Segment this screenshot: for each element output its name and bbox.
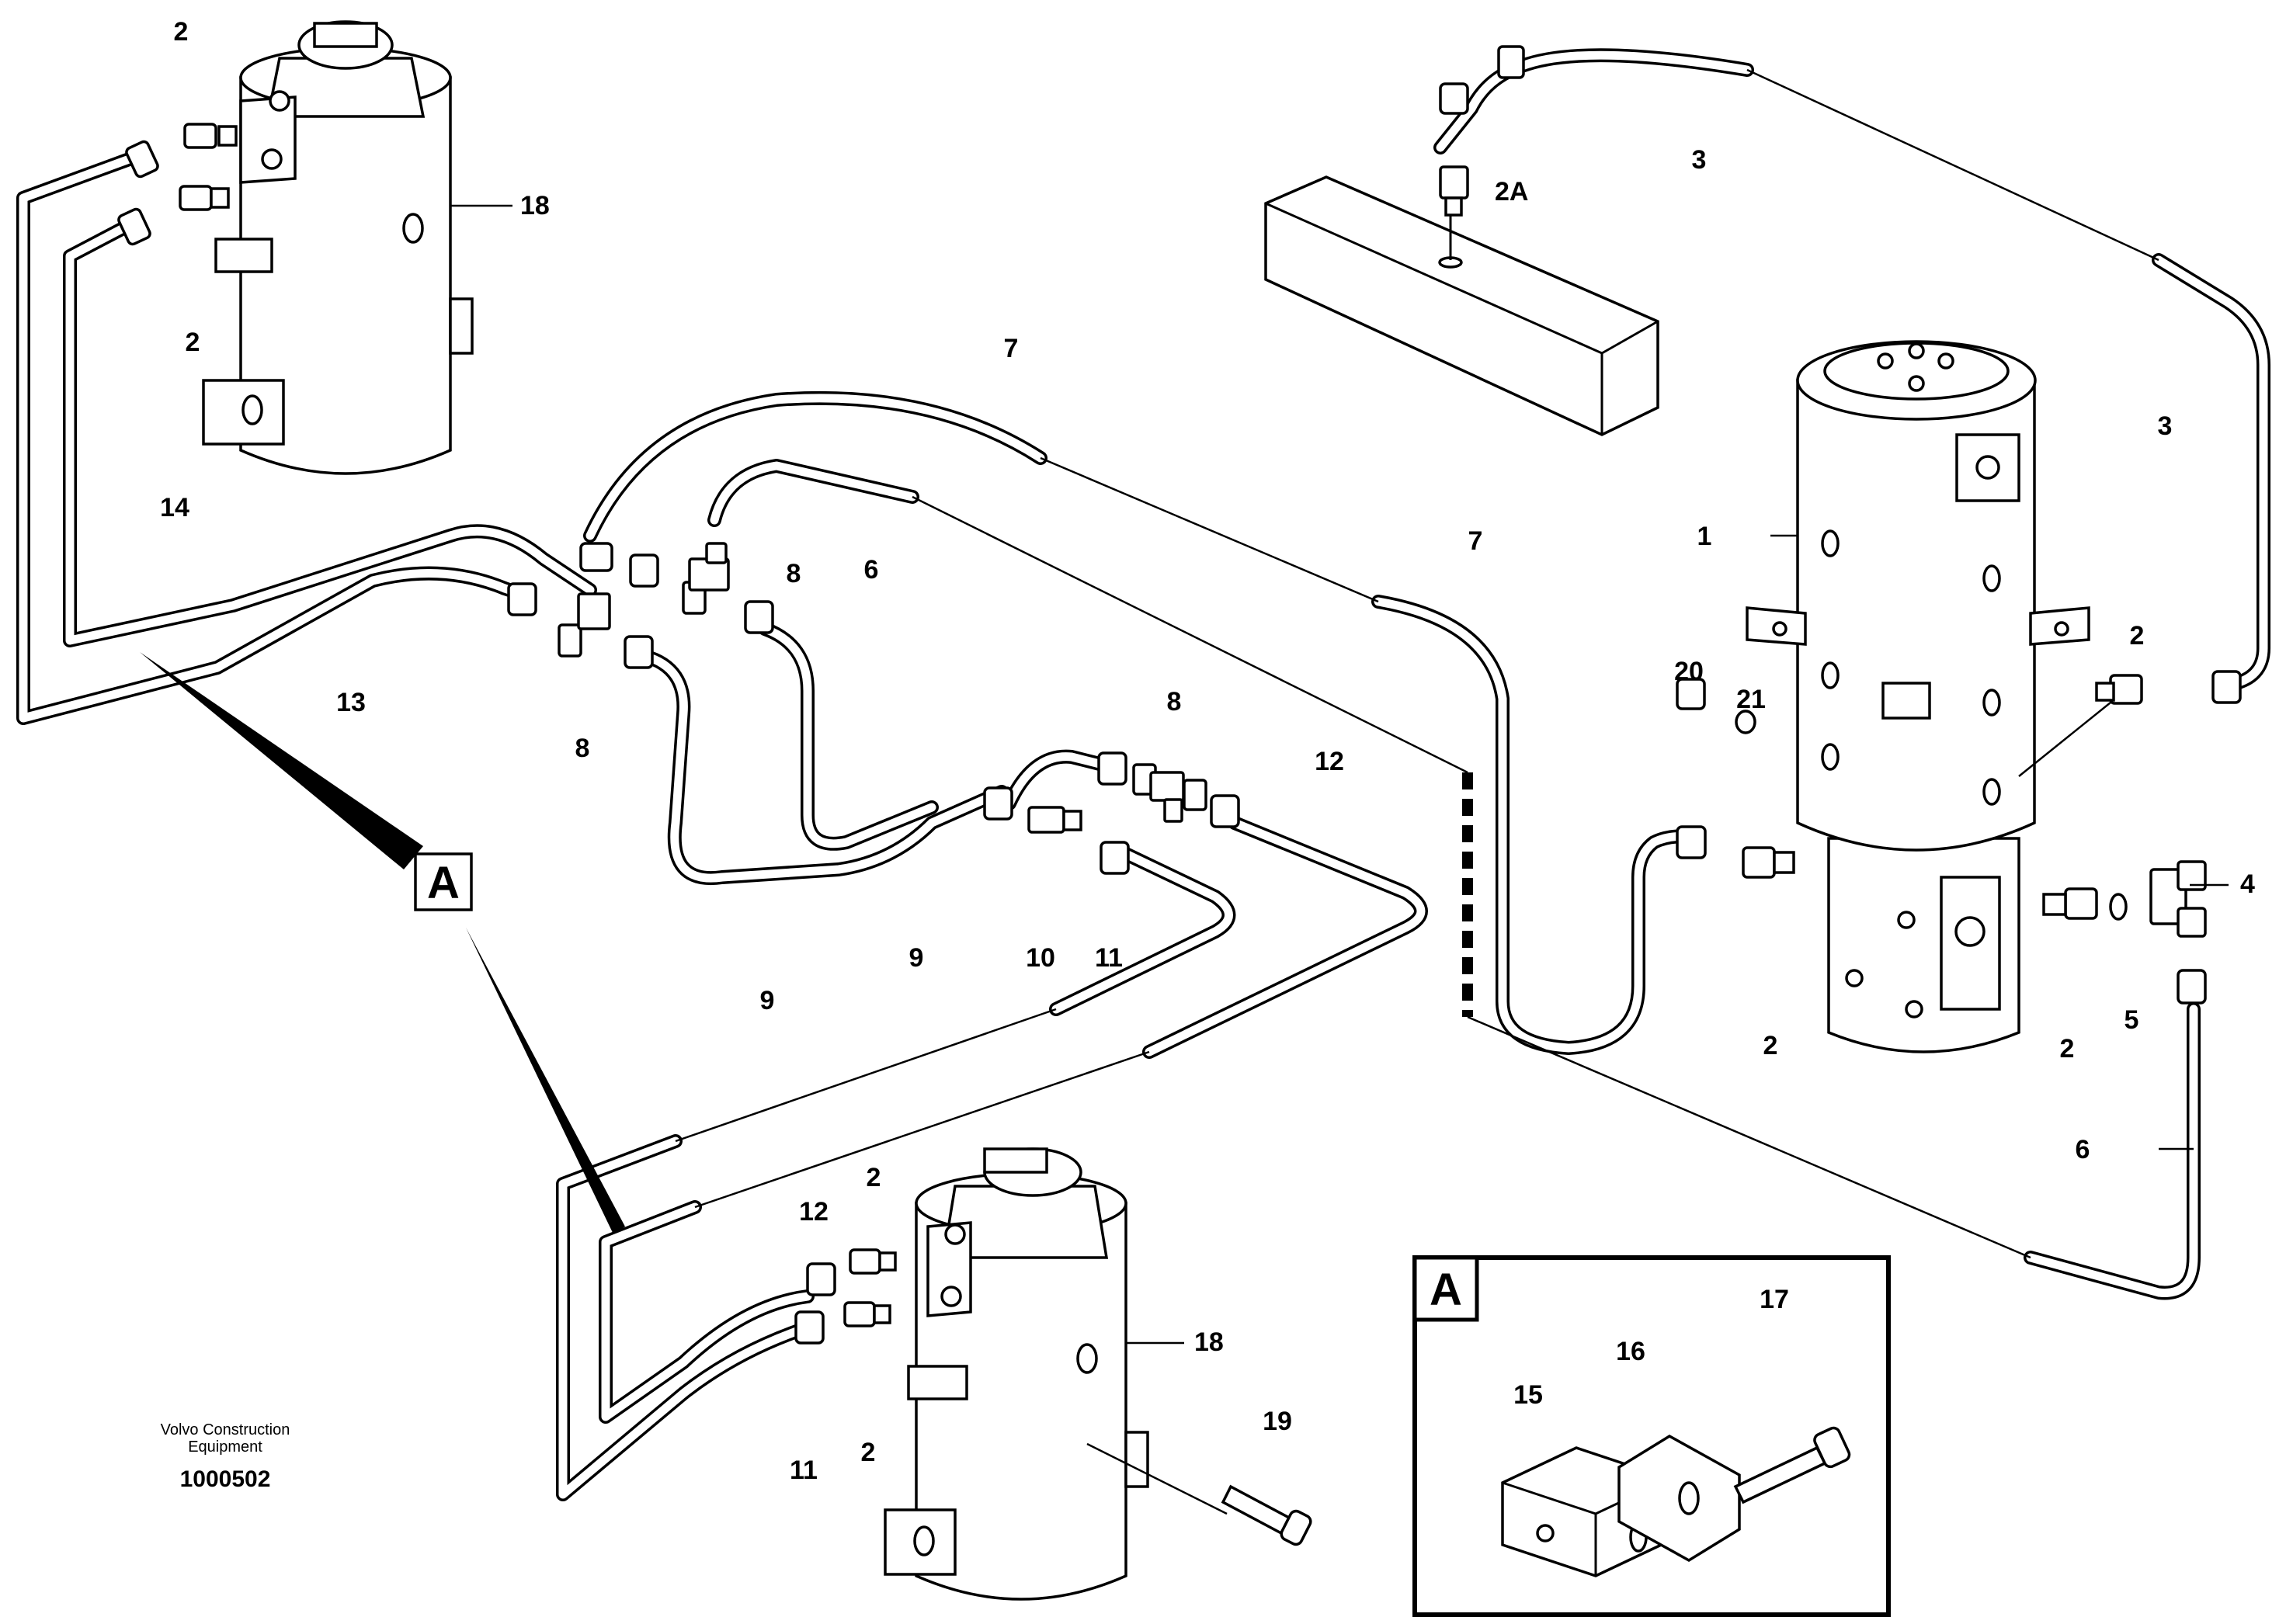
- label-18: 18: [1194, 1327, 1224, 1357]
- callout-a-label: A: [427, 858, 460, 908]
- label-21: 21: [1736, 685, 1766, 714]
- label-7: 7: [1004, 334, 1019, 363]
- rotary-joint: [1746, 340, 2090, 1053]
- label-8: 8: [787, 559, 801, 588]
- label-11: 11: [790, 1456, 818, 1485]
- credit-line-2: Equipment: [188, 1438, 262, 1456]
- pipe-lines: [16, 48, 2270, 1501]
- cylinder-bottom: [884, 1147, 1149, 1601]
- label-20: 20: [1674, 657, 1704, 686]
- document-number: 1000502: [180, 1466, 271, 1492]
- label-1: 1: [1697, 522, 1712, 551]
- label-14: 14: [160, 493, 189, 522]
- part-labels: 2 2 18 14 13 8 8 8 7 7 6 6 9 9 10 11 11 …: [160, 17, 2255, 1485]
- label-11: 11: [1095, 943, 1123, 973]
- label-8: 8: [575, 734, 590, 763]
- label-6: 6: [2076, 1135, 2090, 1164]
- label-2: 2: [867, 1163, 881, 1192]
- bolt-19: [1221, 1484, 1312, 1546]
- label-5: 5: [2124, 1005, 2139, 1035]
- label-7: 7: [1468, 526, 1483, 556]
- callout-a-arrows: [140, 652, 625, 1234]
- label-3: 3: [1692, 145, 1707, 175]
- fittings: [117, 45, 2242, 1345]
- label-12: 12: [1315, 747, 1344, 776]
- frame-beam: [1264, 175, 1659, 436]
- cylinder-top-left: [202, 20, 474, 475]
- label-2: 2: [2060, 1034, 2075, 1064]
- label-2: 2: [174, 17, 189, 47]
- label-10: 10: [1026, 943, 1055, 973]
- detail-a-box: [1412, 1255, 1891, 1617]
- label-6: 6: [864, 555, 879, 585]
- label-9: 9: [909, 943, 924, 973]
- label-12: 12: [799, 1197, 829, 1227]
- label-2a: 2A: [1495, 177, 1528, 206]
- label-9: 9: [760, 986, 775, 1015]
- label-18: 18: [520, 191, 550, 220]
- connection-lines: [450, 68, 2229, 1515]
- label-3: 3: [2158, 411, 2173, 441]
- label-4: 4: [2240, 869, 2255, 899]
- detail-a-title: A: [1430, 1265, 1462, 1315]
- label-19: 19: [1263, 1407, 1292, 1436]
- credit-line-1: Volvo Construction: [161, 1421, 290, 1438]
- label-13: 13: [336, 688, 366, 717]
- label-2: 2: [2130, 621, 2145, 651]
- label-15: 15: [1513, 1380, 1543, 1410]
- label-16: 16: [1616, 1337, 1645, 1366]
- label-2: 2: [186, 328, 200, 357]
- label-17: 17: [1760, 1285, 1789, 1314]
- label-2: 2: [1763, 1031, 1778, 1060]
- label-2: 2: [861, 1438, 876, 1467]
- label-8: 8: [1167, 687, 1182, 717]
